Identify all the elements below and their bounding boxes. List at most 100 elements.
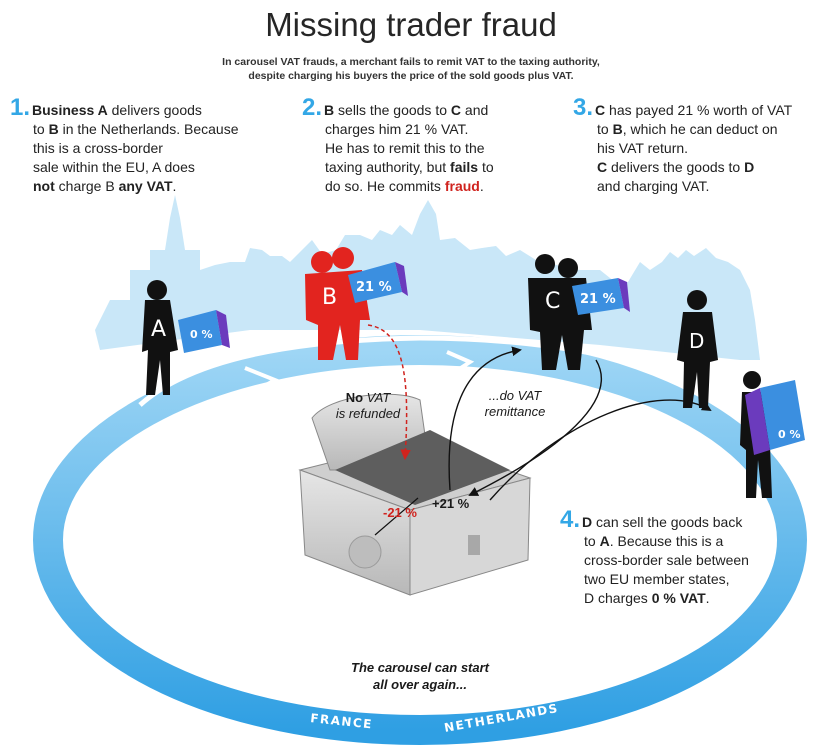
- plus-21-label: +21 %: [432, 496, 470, 511]
- step-2-number: 2.: [302, 94, 323, 121]
- step-3-line-2: to B, which he can deduct on: [573, 120, 821, 139]
- step-1-line-5: not charge B any VAT.: [10, 177, 280, 196]
- step-3-text-5: delivers the goods to: [607, 159, 745, 175]
- step-1-b: B: [48, 121, 59, 137]
- step-2-text-8: .: [479, 178, 484, 194]
- person-a: A: [142, 280, 178, 395]
- step-2-text-2: and: [461, 102, 489, 118]
- vat-box-c: 21 %: [572, 278, 630, 315]
- step-3-line-4: C delivers the goods to D: [573, 158, 821, 177]
- step-3-line-1: 3.C has payed 21 % worth of VAT: [573, 96, 821, 120]
- refunded-line: is refunded: [318, 406, 418, 422]
- step-2: 2.B sells the goods to C and charges him…: [302, 96, 542, 196]
- step-4: 4.D can sell the goods back to A. Becaus…: [560, 508, 800, 608]
- vat-box-d-label: 0 %: [778, 428, 801, 441]
- skyline-silhouette: [95, 195, 760, 360]
- step-3-text-3: , which he can deduct on: [622, 121, 778, 137]
- step-2-line-4: taxing authority, but fails to: [302, 158, 542, 177]
- no-label: No: [345, 390, 364, 405]
- remittance-line: remittance: [460, 404, 570, 420]
- ring-label-france-bottom: FRANCE: [310, 711, 374, 731]
- do-vat-label: ...do VAT: [488, 388, 542, 403]
- vat-box-a: 0 %: [178, 310, 230, 353]
- person-d-label: D: [689, 329, 704, 353]
- no-vat-line: No VAT: [318, 390, 418, 406]
- step-1-text-2: to: [33, 121, 49, 137]
- step-2-fraud: fraud: [444, 178, 480, 194]
- step-3-line-5: and charging VAT.: [597, 178, 710, 194]
- step-2-line-3: He has to remit this to the: [325, 140, 485, 156]
- person-a-label: A: [151, 317, 166, 342]
- carousel-restart-note: The carousel can start all over again...: [330, 659, 510, 693]
- step-3-b: B: [612, 121, 623, 137]
- step-1-text-6: charge B: [54, 178, 119, 194]
- vat-box-a-label: 0 %: [190, 328, 213, 341]
- step-1: 1.Business A delivers goods to B in the …: [10, 96, 280, 196]
- step-3-d: D: [744, 159, 755, 175]
- step-1-line-2: to B in the Netherlands. Because: [10, 120, 280, 139]
- step-2-c: C: [450, 102, 462, 118]
- step-2-line-1: 2.B sells the goods to C and: [302, 96, 542, 120]
- c-to-chest-arrow: [468, 359, 602, 496]
- vat-box-b-label: 21 %: [356, 280, 392, 295]
- step-3-number: 3.: [573, 94, 594, 121]
- step-4-text-6: D charges: [584, 590, 652, 606]
- page-title: Missing trader fraud: [265, 6, 557, 43]
- step-1-line-4: sale within the EU, A does: [33, 159, 195, 175]
- restart-line-1: The carousel can start: [351, 660, 489, 675]
- step-2-text-6: to: [478, 159, 494, 175]
- step-4-number: 4.: [560, 506, 581, 533]
- step-2-text-1: sells the goods to: [334, 102, 451, 118]
- do-vat-remittance-label: ...do VAT remittance: [460, 388, 570, 420]
- no-vat-refunded-label: No VAT is refunded: [318, 390, 418, 422]
- step-4-zero-vat: 0 % VAT: [651, 590, 706, 606]
- restart-line-2: all over again...: [373, 677, 467, 692]
- person-c-label: C: [545, 289, 560, 314]
- step-3: 3.C has payed 21 % worth of VAT to B, wh…: [573, 96, 821, 196]
- step-3-text-2: to: [597, 121, 613, 137]
- step-4-line-2: to A. Because this is a: [560, 532, 800, 551]
- refunded-label: is refunded: [335, 406, 401, 421]
- step-2-b: B: [324, 102, 335, 118]
- remittance-label: remittance: [484, 404, 546, 419]
- step-4-text-3: . Because this is a: [609, 533, 724, 549]
- carousel-ring: [33, 335, 807, 745]
- page-subtitle: In carousel VAT frauds, a merchant fails…: [0, 55, 822, 83]
- subtitle-line-1: In carousel VAT frauds, a merchant fails…: [222, 56, 600, 68]
- person-b-label: B: [322, 285, 337, 310]
- step-1-text-3: in the Netherlands. Because: [58, 121, 239, 137]
- step-4-line-1: 4.D can sell the goods back: [560, 508, 800, 532]
- step-3-c: C: [595, 102, 606, 118]
- step-3-c2: C: [597, 159, 608, 175]
- vat-box-b: 21 %: [348, 262, 408, 303]
- step-4-line-5: D charges 0 % VAT.: [560, 589, 800, 608]
- minus-21-label: -21 %: [383, 505, 417, 520]
- vat-remittance-arrow: [448, 346, 522, 491]
- person-d: D: [677, 290, 718, 408]
- step-1-number: 1.: [10, 94, 31, 121]
- step-1-line-3: this is a cross-border: [33, 140, 163, 156]
- step-1-line-1: 1.Business A delivers goods: [10, 96, 280, 120]
- step-4-text-1: can sell the goods back: [592, 514, 743, 530]
- step-3-line-3: his VAT return.: [597, 140, 689, 156]
- step-2-fails: fails: [450, 159, 479, 175]
- vat-box-d: 0 %: [745, 380, 805, 455]
- step-1-text-7: .: [172, 178, 177, 194]
- minus-strike-line: [374, 497, 419, 536]
- step-3-text-1: has payed 21 % worth of VAT: [605, 102, 793, 118]
- step-1-subject: Business A: [32, 102, 108, 118]
- vat-label: VAT: [363, 390, 391, 405]
- step-4-line-4: two EU member states,: [584, 571, 730, 587]
- step-2-line-2: charges him 21 % VAT.: [325, 121, 469, 137]
- step-4-a: A: [599, 533, 610, 549]
- vat-box-c-label: 21 %: [580, 292, 616, 307]
- step-1-not: not: [33, 178, 55, 194]
- do-vat-line: ...do VAT: [460, 388, 570, 404]
- step-4-line-3: cross-border sale between: [584, 552, 749, 568]
- step-1-text-1: delivers goods: [107, 102, 202, 118]
- step-2-line-5: do so. He commits fraud.: [302, 177, 542, 196]
- step-4-text-2: to: [584, 533, 600, 549]
- step-2-text-5: taxing authority, but: [325, 159, 451, 175]
- step-4-text-7: .: [705, 590, 710, 606]
